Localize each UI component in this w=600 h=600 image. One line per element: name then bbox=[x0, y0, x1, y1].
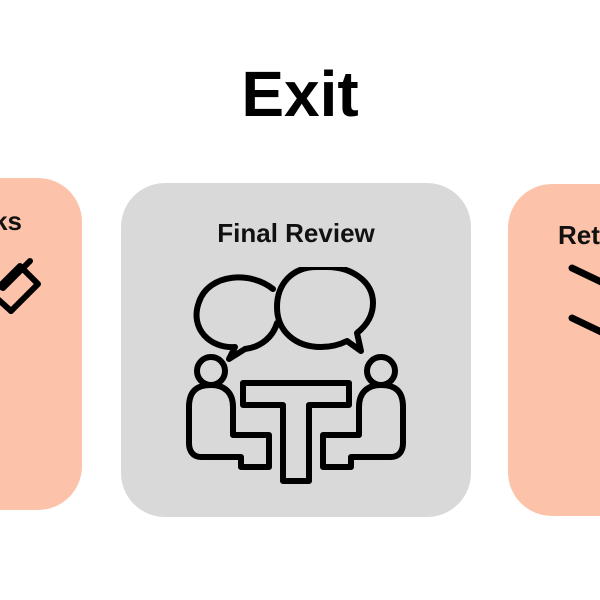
card-final-review-label: Final Review bbox=[217, 218, 375, 248]
card-final-review[interactable]: Final Review bbox=[121, 183, 471, 517]
pen-strokes-icon bbox=[568, 264, 600, 336]
card-left-label: ks bbox=[0, 206, 22, 236]
pencil-icon bbox=[0, 258, 41, 314]
diagram-title: Exit bbox=[241, 58, 359, 130]
card-right[interactable]: Ret bbox=[508, 184, 600, 516]
meeting-table-icon bbox=[186, 267, 406, 484]
card-left[interactable]: ks bbox=[0, 178, 82, 510]
card-right-label: Ret bbox=[558, 220, 600, 250]
